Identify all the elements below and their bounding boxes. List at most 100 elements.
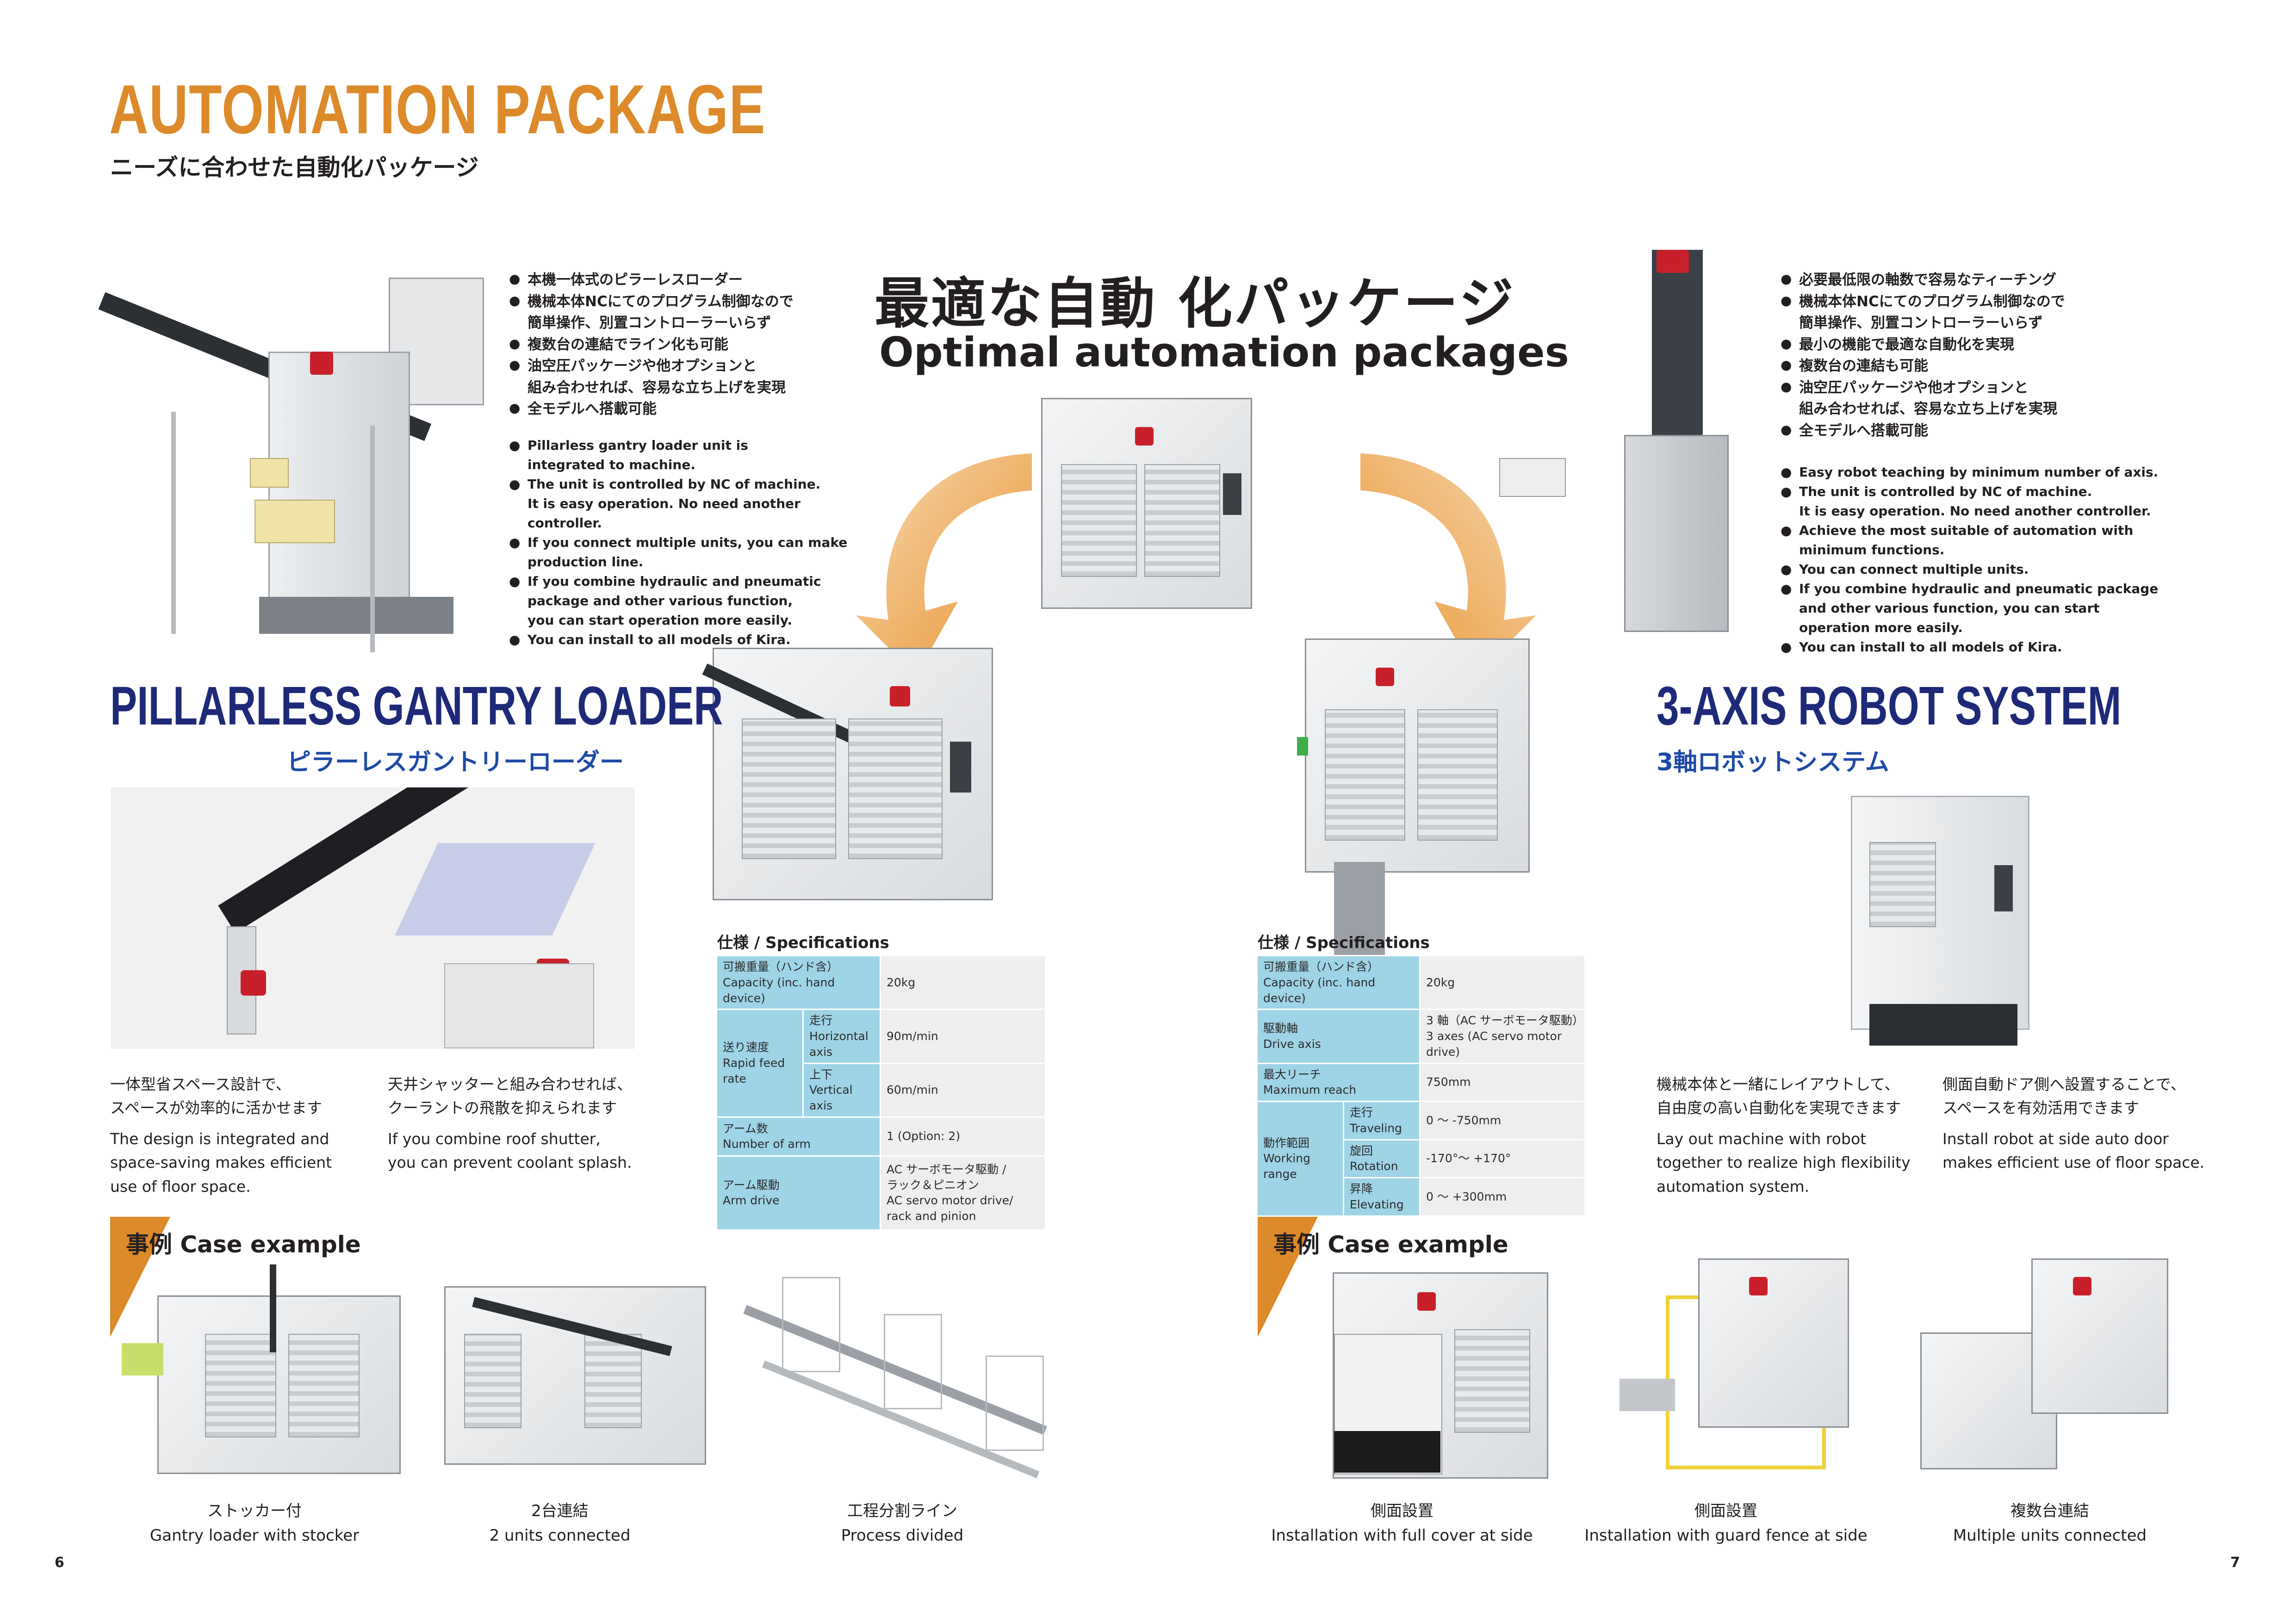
robot-caption-1: 機械本体と一緒にレイアウトして、 自由度の高い自動化を実現できます Lay ou… [1657,1072,1943,1198]
spec-value: -170°～ +170° [1419,1139,1586,1178]
gantry-caption-1: 一体型省スペース設計で、 スペースが効率的に活かせます The design i… [110,1072,388,1198]
robot-case-triangle-icon [1258,1217,1318,1337]
gantry-bullets-en: Pillarless gantry loader unit is integra… [509,436,879,650]
spec-value: 0 ～ -750mm [1419,1101,1586,1140]
caption-jp: 側面自動ドア側へ設置することで、 [1942,1075,2186,1093]
gantry-section-subtitle: ピラーレスガントリーローダー [287,749,624,776]
list-item: It is easy operation. No need another co… [527,496,800,531]
robot-bullets-en: Easy robot teaching by minimum number of… [1781,463,2178,657]
gantry-case-label: 事例 Case example [126,1231,361,1258]
case-image-multiple-units [1920,1258,2179,1471]
caption-en: automation system. [1657,1177,1810,1196]
list-item: Achieve the most suitable of automation … [1781,521,2178,540]
list-item: 組み合わせれば、容易な立ち上げを実現 [527,379,786,396]
list-item: 本機一体式のピラーレスローダー [509,269,870,291]
caption-en: use of floor space. [110,1177,251,1196]
list-item: 複数台の連結でライン化も可能 [509,334,870,356]
list-item: You can connect multiple units. [1781,560,2178,579]
caption-jp: 機械本体と一緒にレイアウトして、 [1657,1075,1900,1093]
robot-caption-2: 側面自動ドア側へ設置することで、 スペースを有効活用できます Install r… [1942,1072,2229,1175]
list-item: operation more easily. [1799,620,1963,635]
list-item: 最小の機能で最適な自動化を実現 [1781,334,2174,356]
gantry-section-title: PILLARLESS GANTRY LOADER [110,675,723,737]
caption-en: makes efficient use of floor space. [1942,1153,2205,1172]
case-image-guard-fence [1620,1258,1860,1481]
caption-jp: 天井シャッターと組み合わせれば、 [388,1075,632,1093]
list-item: 機械本体NCにてのプログラム制御なので [509,291,870,313]
list-item: and other various function, you can star… [1799,601,2100,616]
spec-value: 60m/min [880,1062,1046,1118]
gantry-case-triangle-icon [110,1217,170,1337]
list-item: minimum functions. [1799,542,1945,558]
robot-spec-heading: 仕様 / Specifications [1258,934,1430,952]
center-title-en: Optimal automation packages [879,328,1570,376]
page-subtitle: ニーズに合わせた自動化パッケージ [110,154,479,181]
caption-jp: スペースが効率的に活かせます [110,1099,323,1117]
robot-case-label: 事例 Case example [1273,1231,1508,1258]
caption-en: space-saving makes efficient [110,1153,332,1172]
list-item: 油空圧パッケージや他オプションと [1781,377,2174,399]
robot-machine-illustration [1297,638,1530,968]
caption-jp: 自由度の高い自動化を実現できます [1657,1099,1901,1117]
list-item: 全モデルへ搭載可能 [1781,420,2174,442]
page-title: AUTOMATION PACKAGE [109,70,766,148]
gantry-loader-illustration [98,273,486,652]
right-curved-arrow-icon [1360,453,1536,675]
list-item: If you combine hydraulic and pneumatic [509,572,879,591]
left-curved-arrow-icon [856,453,1032,675]
spec-value: 750mm [1419,1062,1586,1102]
list-item: 油空圧パッケージや他オプションと [509,355,870,377]
caption-en: Install robot at side auto door [1942,1130,2169,1148]
case-image-two-units [444,1286,706,1465]
list-item: Easy robot teaching by minimum number of… [1781,463,2178,482]
spec-value: 20kg [1419,954,1586,1010]
gantry-bullets-jp: 本機一体式のピラーレスローダー 機械本体NCにてのプログラム制御なので 簡単操作… [509,269,870,420]
gantry-spec-heading: 仕様 / Specifications [717,934,889,952]
robot-section-subtitle: 3軸ロボットシステム [1657,749,1889,776]
list-item: production line. [527,554,644,570]
spec-value: 1 (Option: 2) [880,1116,1046,1157]
spec-value: 90m/min [880,1009,1046,1064]
case-image-process-line [743,1268,1078,1479]
list-item: You can install to all models of Kira. [509,630,879,650]
list-item: 全モデルへ搭載可能 [509,398,870,420]
caption-jp: スペースを有効活用できます [1942,1099,2140,1117]
list-item: 組み合わせれば、容易な立ち上げを実現 [1799,401,2057,417]
robot-spec-table: 可搬重量（ハンド含）Capacity (inc. hand device) 20… [1256,954,1586,1217]
caption-en: together to realize high flexibility [1657,1153,1911,1172]
robot-side-photo [1731,796,2031,1055]
gantry-caption-2: 天井シャッターと組み合わせれば、 クーラントの飛散を抑えられます If you … [388,1072,675,1175]
case-image-stocker [122,1264,401,1474]
spec-value: 0 ～ +300mm [1419,1177,1586,1217]
list-item: It is easy operation. No need another co… [1799,503,2151,519]
robot-section-title: 3-AXIS ROBOT SYSTEM [1657,675,2122,737]
list-item: 簡単操作、別置コントローラーいらず [1799,315,2043,331]
spec-label: 可搬重量（ハンド含）Capacity (inc. hand device) [1256,954,1421,1010]
caption-en: you can prevent coolant splash. [388,1153,632,1172]
list-item: 必要最低限の軸数で容易なティーチング [1781,269,2174,291]
caption-en: The design is integrated and [110,1130,329,1148]
list-item: The unit is controlled by NC of machine. [509,475,879,494]
case-image-full-cover [1333,1272,1548,1479]
center-title-jp: 最適な自動 化パッケージ [875,272,1515,335]
list-item: integrated to machine. [527,457,695,472]
caption-jp: クーラントの飛散を抑えられます [388,1099,617,1117]
gantry-machine-illustration [702,648,993,900]
caption-en: Lay out machine with robot [1657,1130,1867,1148]
spec-value: 20kg [880,954,1046,1010]
list-item: you can start operation more easily. [527,613,793,628]
list-item: 簡単操作、別置コントローラーいらず [527,315,771,331]
